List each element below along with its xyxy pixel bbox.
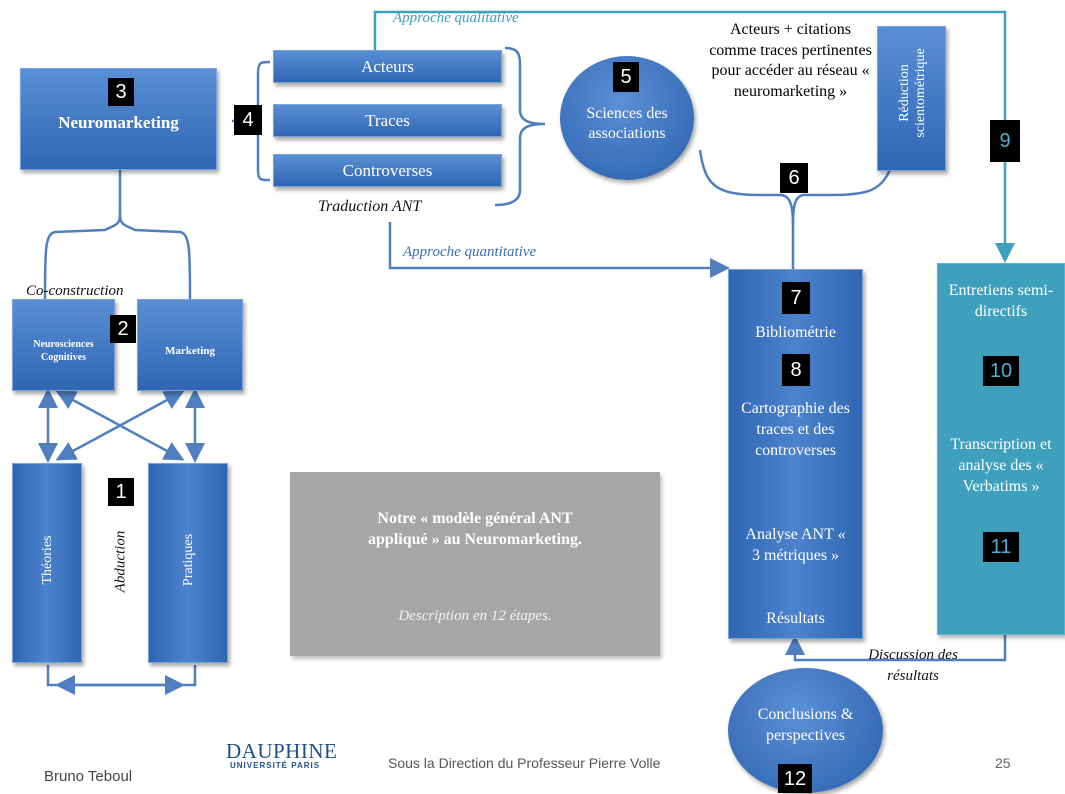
reduction-box: Réduction scientométrique — [877, 26, 946, 171]
step-11-badge: 11 — [983, 532, 1019, 562]
direction-label: Sous la Direction du Professeur Pierre V… — [388, 755, 661, 771]
pratiques-label: Pratiques — [181, 533, 196, 587]
model-title: Notre « modèle général ANT appliqué » au… — [368, 510, 582, 548]
abduction-label: Abduction — [112, 530, 129, 593]
sciences-associations-label: Sciences des associations — [586, 105, 668, 142]
dauphine-logo: DAUPHINE UNIVERSITÉ PARIS — [226, 741, 351, 773]
resultats-label: Résultats — [766, 610, 825, 627]
traduction-ant-label: Traduction ANT — [318, 198, 422, 215]
step-7-badge: 7 — [782, 282, 810, 314]
model-description: Description en 12 étapes. — [398, 608, 552, 624]
step-2-badge: 2 — [110, 315, 136, 343]
step-10-badge: 10 — [983, 356, 1019, 386]
step-3-badge: 3 — [108, 78, 134, 106]
marketing-box: Marketing — [137, 299, 243, 391]
step-9-badge: 9 — [990, 120, 1020, 162]
neuromarketing-label: Neuromarketing — [58, 113, 179, 132]
bibliometrie-column: Bibliométrie Cartographie des traces et … — [728, 269, 863, 639]
acteurs-box: Acteurs — [273, 50, 502, 83]
pratiques-box: Pratiques — [148, 463, 228, 663]
logo-sub-text: UNIVERSITÉ PARIS — [230, 761, 321, 770]
transcription-label: Transcription et analyse des « Verbatims… — [950, 436, 1052, 495]
theories-label: Théories — [40, 535, 55, 585]
approche-qualitative-label: Approche qualitative — [393, 10, 519, 26]
traces-box: Traces — [273, 104, 502, 137]
bibliometrie-label: Bibliométrie — [755, 324, 836, 341]
step-1-badge: 1 — [108, 478, 134, 506]
approche-quantitative-label: Approche quantitative — [403, 244, 537, 260]
entretiens-label: Entretiens semi-directifs — [948, 282, 1054, 320]
sciences-associations-circle: Sciences des associations — [560, 56, 694, 180]
acteurs-label: Acteurs — [361, 57, 414, 76]
step-12-badge: 12 — [778, 764, 812, 793]
logo-main-text: DAUPHINE — [226, 739, 338, 763]
discussion-label: Discussion des résultats — [868, 647, 958, 684]
neurosciences-label: Neurosciences Cognitives — [33, 339, 94, 363]
step-6-badge: 6 — [780, 163, 808, 193]
co-construction-label: Co-construction — [26, 283, 124, 299]
reduction-label: Réduction scientométrique — [897, 48, 928, 138]
step-4-badge: 4 — [234, 105, 262, 135]
theories-box: Théories — [12, 463, 82, 663]
author-label: Bruno Teboul — [44, 768, 133, 785]
acteurs-citations-text: Acteurs + citations comme traces pertine… — [709, 21, 872, 100]
analyse-ant-label: Analyse ANT « 3 métriques » — [745, 526, 846, 564]
model-description-box: Notre « modèle général ANT appliqué » au… — [290, 472, 660, 656]
traces-label: Traces — [365, 111, 410, 130]
controverses-box: Controverses — [273, 154, 502, 187]
controverses-label: Controverses — [342, 161, 433, 180]
step-5-badge: 5 — [613, 62, 639, 92]
cartographie-label: Cartographie des traces et des controver… — [741, 400, 850, 459]
step-8-badge: 8 — [782, 354, 810, 386]
page-number: 25 — [995, 755, 1011, 771]
conclusions-label: Conclusions & perspectives — [757, 706, 854, 744]
marketing-label: Marketing — [164, 345, 216, 357]
entretiens-column: Entretiens semi-directifs Transcription … — [937, 263, 1065, 635]
neurosciences-box: Neurosciences Cognitives — [12, 299, 115, 391]
